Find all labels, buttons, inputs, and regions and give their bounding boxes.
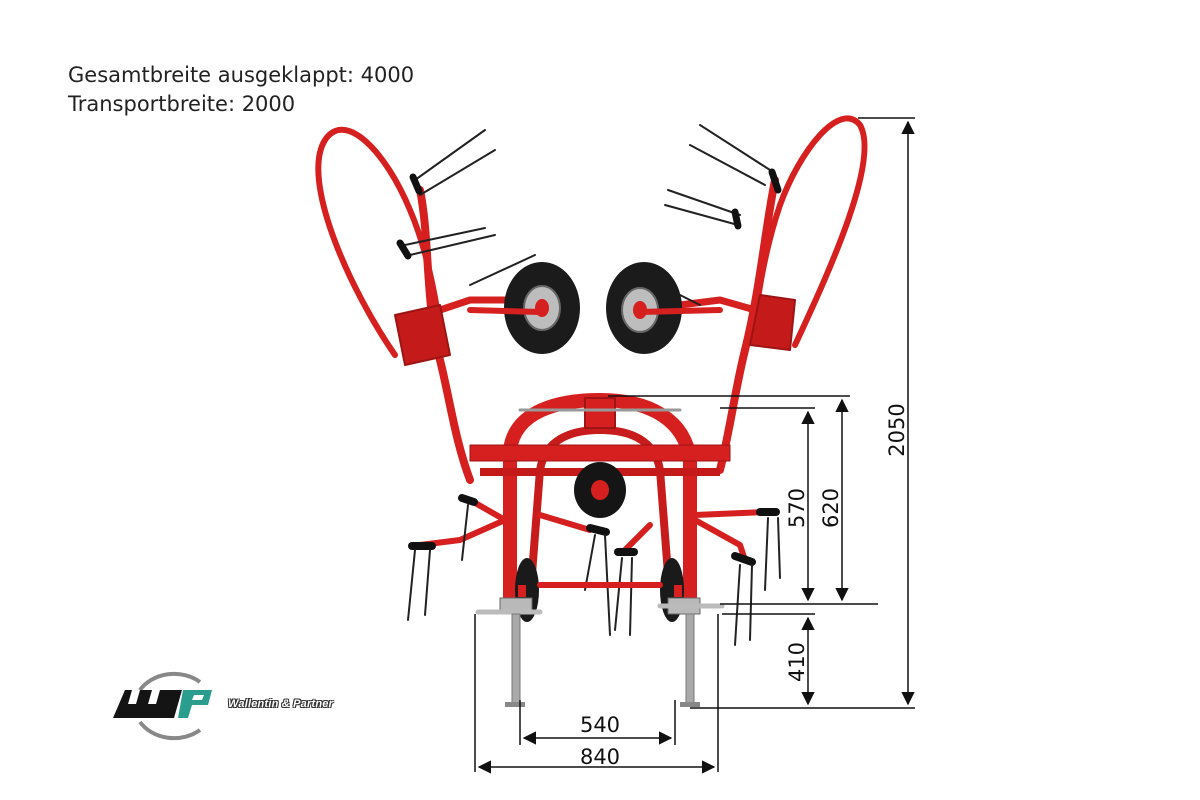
- track-outer-label: 840: [580, 745, 620, 769]
- brand-name: Wallentin & Partner: [228, 698, 334, 710]
- total-width-caption: Gesamtbreite ausgeklappt: 4000: [68, 63, 415, 87]
- transport-width-caption: Transportbreite: 2000: [68, 92, 296, 116]
- dimension-labels: 2050 620 570 410 540 840: [580, 403, 909, 769]
- overall-height-label: 2050: [885, 403, 909, 456]
- center-height-label: 570: [785, 488, 809, 528]
- right-parking-stand: [657, 597, 725, 707]
- hay-tedder-machine: [315, 115, 868, 707]
- right-gauge-wheel: [606, 262, 723, 354]
- frame-height-label: 620: [819, 488, 843, 528]
- wheel-height-label: 410: [785, 642, 809, 682]
- wallentin-partner-logo: [113, 671, 212, 741]
- main-crossbeam: [469, 444, 731, 462]
- left-folded-arm: [416, 186, 474, 484]
- dimension-lines: [474, 117, 915, 774]
- left-parking-stand: [475, 597, 543, 707]
- track-inner-label: 540: [580, 713, 620, 737]
- left-gauge-wheel: [467, 262, 580, 354]
- upper-left-tines: [404, 129, 536, 286]
- right-folded-arm: [716, 176, 779, 474]
